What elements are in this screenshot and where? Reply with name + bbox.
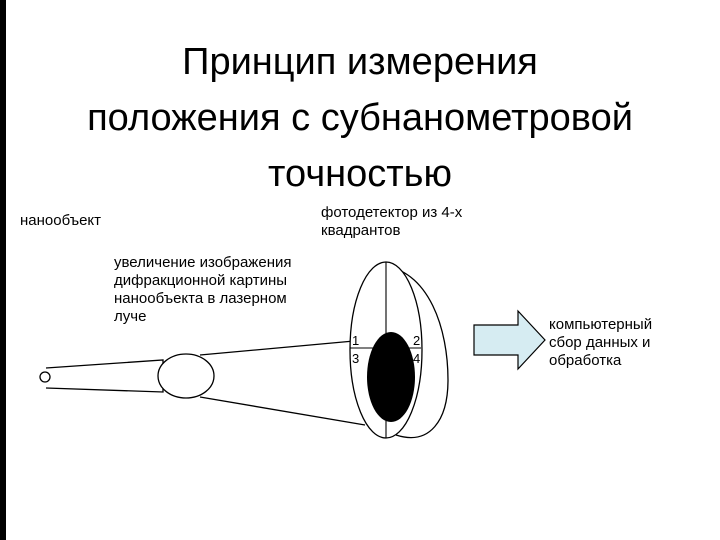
computer-label-line-2: сбор данных и	[549, 334, 651, 351]
photodetector-label-line-2: квадрантов	[321, 222, 401, 239]
nanoobject	[157, 353, 215, 399]
slide-title: Принцип измерения положения с субнаномет…	[20, 34, 700, 202]
magnification-label: увеличение изображения дифракционной кар…	[114, 254, 291, 326]
computer-label: компьютерный сбор данных и обработка	[549, 316, 652, 370]
magnification-label-line-2: дифракционной картины	[114, 272, 288, 289]
photodetector-rim	[379, 264, 449, 439]
data-output-arrow	[473, 309, 546, 371]
quadrant-3-label: 3	[352, 351, 359, 366]
quadrant-4-label: 4	[413, 351, 420, 366]
title-line-3: точностью	[268, 153, 452, 195]
magnification-label-line-1: увеличение изображения	[114, 254, 292, 271]
title-line-1: Принцип измерения	[182, 41, 538, 83]
slide-left-border	[0, 0, 6, 540]
magnification-label-line-4: луче	[114, 308, 147, 325]
laser-source	[39, 371, 51, 383]
cone-upper-edge	[199, 339, 366, 356]
computer-label-line-1: компьютерный	[549, 316, 653, 333]
diffraction-spot	[367, 332, 415, 422]
cone-lower-edge	[199, 396, 366, 426]
magnification-label-line-3: нанообъекта в лазерном	[114, 290, 287, 307]
laser-beam	[45, 359, 164, 393]
photodetector-label-line-1: фотодетектор из 4-х	[321, 204, 463, 221]
title-line-2: положения с субнанометровой	[87, 97, 633, 139]
quadrant-1-label: 1	[352, 333, 359, 348]
quadrant-2-label: 2	[413, 333, 420, 348]
photodetector-label: фотодетектор из 4-х квадрантов	[321, 204, 462, 240]
computer-label-line-3: обработка	[549, 352, 622, 369]
nanoobject-label: нанообъект	[20, 212, 102, 229]
